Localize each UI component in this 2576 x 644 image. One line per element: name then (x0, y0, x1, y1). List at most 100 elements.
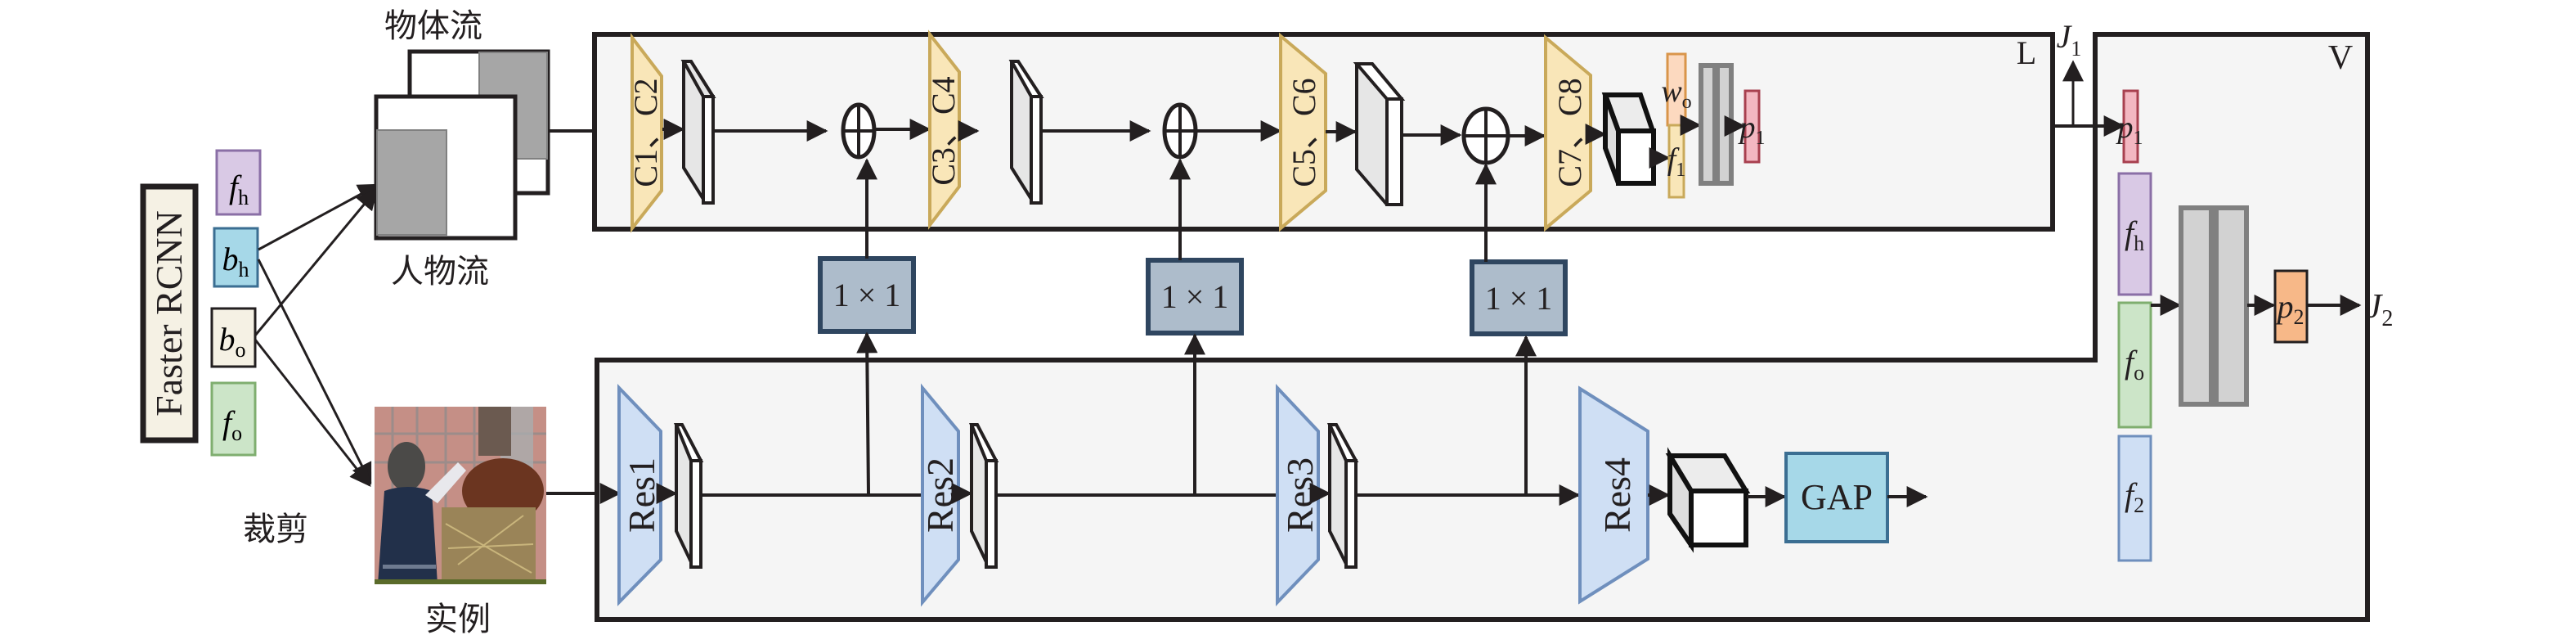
feature-cube-L (1601, 92, 1657, 186)
svg-text:p2: p2 (2275, 288, 2304, 329)
fh-box (215, 149, 262, 216)
backbone: Res1 Res2 Res3 (595, 383, 1928, 607)
v-fo-sub: o (2134, 361, 2144, 385)
lateral-conv-1-label: 1 × 1 (833, 277, 901, 313)
v-input-fh: fh (2117, 172, 2152, 296)
prediction-p1: p1 (1738, 89, 1766, 164)
v-f2-sub: 2 (2134, 493, 2144, 517)
svg-text:J1: J1 (2057, 18, 2082, 61)
res-block-4: Res4 (1578, 385, 1649, 605)
f1-sub: 1 (1676, 160, 1685, 181)
lateral-conv-2-label: 1 × 1 (1161, 278, 1229, 315)
conv-block-2-label: C3、C4 (925, 76, 962, 185)
branch-L-label: L (2017, 34, 2036, 71)
sum-node-3 (1461, 106, 1510, 165)
J2-base: J (2367, 288, 2384, 326)
svg-text:bh: bh (222, 241, 249, 281)
fc-layer-L-2 (1715, 63, 1734, 186)
object-stream-label: 物体流 (384, 7, 482, 45)
output-bo: bo (210, 307, 257, 368)
feature-cube-backbone (1665, 447, 1751, 553)
fo-box (210, 381, 257, 457)
interaction-streams: 物体流 人物流 (374, 7, 634, 290)
faster-rcnn-label: Faster RCNN (148, 210, 190, 417)
fc-layer-L-1 (1699, 63, 1717, 186)
backbone-and-v-panel (595, 32, 2370, 622)
svg-text:p1: p1 (1738, 110, 1766, 149)
lateral-conv-1: 1 × 1 (818, 158, 916, 494)
p1-output-arrows: J1 (2053, 18, 2125, 137)
J2-sub: 2 (2381, 306, 2393, 331)
v-p1-base: p (2116, 110, 2134, 145)
res-block-4-label: Res4 (1596, 457, 1638, 533)
output-bh: bh (213, 227, 259, 288)
instance-crop: 裁剪 实例 (243, 407, 635, 638)
arrow-bh-to-stream (258, 183, 380, 251)
arrow-bo-to-stream (254, 188, 378, 336)
gap-label: GAP (1801, 477, 1873, 517)
svg-text:wo: wo (1661, 74, 1691, 113)
lateral-conv-2: 1 × 1 (1146, 158, 1244, 493)
human-region (376, 129, 447, 236)
res-block-2: Res2 (919, 383, 961, 607)
output-fo: fo (210, 381, 257, 457)
fh-sub: h (238, 186, 249, 209)
res-block-1: Res1 (617, 384, 662, 606)
branch-L: C1、C2 C3、C4 (627, 29, 1766, 233)
wo-sub: o (1682, 92, 1692, 113)
svg-text:p1: p1 (2116, 110, 2143, 149)
feature-plate-b2 (969, 423, 999, 569)
res-block-2-label: Res2 (919, 457, 961, 533)
lateral-convs: 1 × 1 1 × 1 1 × 1 (818, 158, 1568, 496)
v-input-p1: p1 (2116, 89, 2143, 164)
conv-block-4-label: C7、C8 (1551, 78, 1588, 187)
feature-plate-2 (1008, 60, 1044, 205)
feature-plate-b1 (674, 423, 704, 569)
conv-block-1: C1、C2 (627, 33, 664, 233)
gap-block: GAP (1784, 452, 1889, 543)
arrow-bo-to-crop (254, 339, 371, 488)
p2-base: p (2275, 288, 2294, 325)
conv-block-3-label: C5、C6 (1286, 78, 1322, 187)
fo-sub: o (231, 421, 242, 445)
conv-block-2: C3、C4 (925, 29, 962, 230)
bo-sub: o (236, 338, 246, 362)
human-stream-label: 人物流 (391, 253, 489, 290)
conv-block-4: C7、C8 (1544, 34, 1592, 232)
fc-layer-V-1 (2179, 205, 2214, 407)
crop-label: 裁剪 (243, 511, 308, 548)
p1-base: p (1738, 110, 1756, 145)
wo-base: w (1661, 74, 1682, 109)
res-block-1-label: Res1 (621, 457, 662, 533)
faster-rcnn-block: Faster RCNN (140, 183, 199, 444)
faster-rcnn-box (140, 183, 199, 444)
prediction-p2: p2 (2273, 269, 2309, 344)
svg-text:J2: J2 (2367, 288, 2394, 331)
lateral-conv-3-label: 1 × 1 (1485, 280, 1553, 317)
lateral-conv-3: 1 × 1 (1470, 163, 1568, 496)
detector-outputs: fh bh bo fo (210, 149, 262, 457)
output-fh: fh (215, 149, 262, 216)
feature-plate-1 (680, 60, 716, 205)
gap-box (1784, 452, 1889, 543)
conv-block-3: C5、C6 (1279, 32, 1327, 232)
feature-plate-b3 (1326, 423, 1359, 569)
v-input-f2: f2 (2117, 435, 2152, 562)
feature-f1: f1 (1667, 124, 1685, 199)
bo-base: b (219, 321, 236, 358)
instance-label: 实例 (425, 601, 491, 638)
arrow (856, 331, 878, 494)
v-input-fo: fo (2117, 301, 2152, 429)
branch-V-label: V (2328, 39, 2353, 77)
sum-node-1 (841, 102, 877, 160)
res-block-3-label: Res3 (1279, 457, 1321, 533)
v-fh-sub: h (2134, 232, 2144, 255)
bo-box (210, 307, 257, 368)
instance-photo (375, 407, 546, 584)
J1-base: J (2057, 18, 2073, 55)
bh-sub: h (239, 258, 249, 281)
svg-text:bo: bo (219, 321, 246, 362)
feature-plate-3 (1353, 62, 1406, 206)
J1-sub: 1 (2071, 37, 2081, 61)
